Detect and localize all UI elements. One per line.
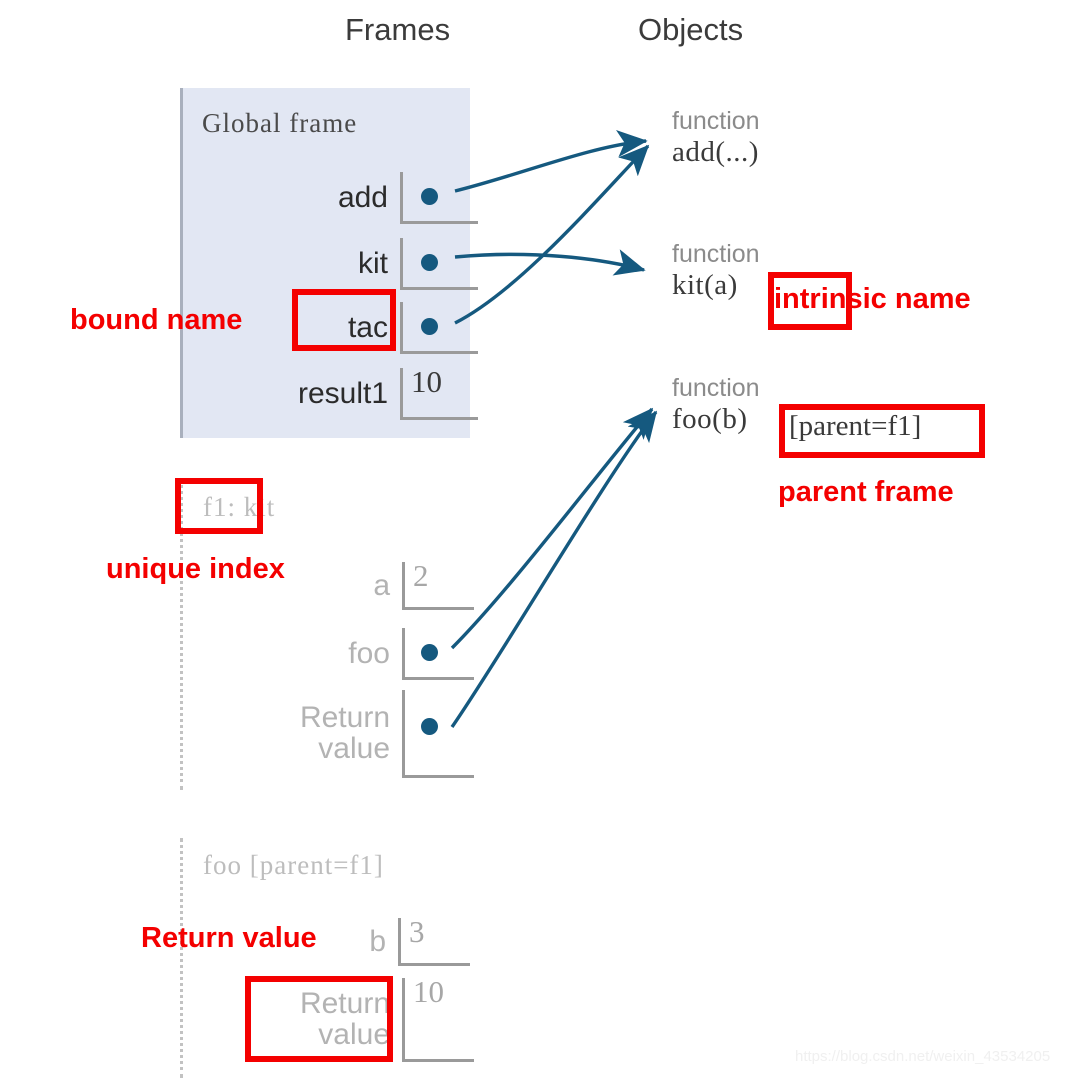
variable-cell-return-value-foo: 10	[402, 974, 474, 1062]
objects-column-heading: Objects	[638, 12, 744, 47]
variable-cell-return-value-f1	[402, 690, 474, 778]
annotation-box-unique-index	[175, 478, 263, 534]
variable-cell-tac	[400, 302, 478, 354]
global-frame-title: Global frame	[202, 108, 358, 138]
variable-row-add: add	[238, 172, 478, 224]
object-kind-foo: function	[672, 374, 760, 402]
pointer-dot-foo	[421, 644, 438, 661]
variable-row-foo: foo	[270, 628, 474, 680]
arrow-kit-to-object-kit	[454, 249, 646, 276]
foo-frame-title: foo [parent=f1]	[203, 850, 384, 880]
variable-cell-add	[400, 172, 478, 224]
variable-row-tac: tac	[238, 302, 478, 354]
pointer-dot-add	[421, 188, 438, 205]
variable-cell-kit	[400, 238, 478, 290]
arrow-tac-to-object-add	[454, 144, 650, 325]
variable-name-return-value-foo: Return value	[299, 987, 390, 1051]
pointer-dot-kit	[421, 254, 438, 271]
variable-row-return-value-f1: Return value	[250, 690, 474, 778]
variable-cell-result1: 10	[400, 364, 478, 420]
object-signature-add: add(...)	[672, 136, 759, 168]
annotation-box-bound-name	[292, 289, 396, 351]
object-foo: function foo(b)	[672, 374, 760, 436]
annotation-label-parent-frame: parent frame	[778, 476, 954, 508]
object-kit: function kit(a)	[672, 240, 760, 302]
arrow-foo-to-object-foo	[450, 407, 654, 650]
object-kind-add: function	[672, 107, 760, 135]
annotation-box-parent-frame	[779, 404, 985, 458]
variable-value-b: 3	[409, 914, 425, 949]
variable-name-return-value-f1: Return value	[299, 701, 390, 765]
variable-name-b: b	[369, 924, 386, 958]
annotation-label-bound-name: bound name	[70, 304, 243, 336]
variable-value-return-value-foo: 10	[413, 974, 444, 1009]
variable-row-kit: kit	[238, 238, 478, 290]
watermark: https://blog.csdn.net/weixin_43534205	[795, 1048, 1051, 1065]
annotation-box-intrinsic-name	[768, 272, 852, 330]
variable-name-result1: result1	[297, 376, 388, 410]
object-parent-annotation-foo: [parent=f1]	[789, 410, 922, 442]
pointer-dot-tac	[421, 318, 438, 335]
variable-value-result1: 10	[411, 364, 442, 399]
object-signature-foo: foo(b)	[672, 403, 748, 435]
arrow-return-value-to-object-foo	[450, 410, 658, 728]
variable-name-foo: foo	[348, 636, 390, 670]
variable-name-a: a	[373, 568, 390, 602]
variable-row-return-value-foo: Return value 10	[250, 974, 474, 1062]
variable-cell-a: 2	[402, 558, 474, 610]
variable-cell-b: 3	[398, 914, 470, 966]
variable-name-add: add	[337, 180, 388, 214]
variable-cell-foo	[402, 628, 474, 680]
variable-value-a: 2	[413, 558, 429, 593]
variable-row-a: a 2	[290, 558, 474, 610]
annotation-box-return-value	[245, 976, 393, 1062]
foo-frame-divider	[180, 838, 183, 1078]
object-kind-kit: function	[672, 240, 760, 268]
frames-column-heading: Frames	[345, 12, 451, 47]
variable-name-tac: tac	[347, 310, 388, 344]
object-add: function add(...)	[672, 107, 760, 169]
object-signature-kit: kit(a)	[672, 269, 738, 301]
annotation-label-return-value: Return value	[141, 922, 317, 954]
f1-frame-divider	[180, 478, 183, 790]
annotation-label-unique-index: unique index	[106, 553, 285, 585]
variable-row-b: b 3	[330, 914, 470, 966]
annotation-label-intrinsic-name: intrinsic name	[774, 283, 971, 315]
pointer-dot-return-value-f1	[421, 718, 438, 735]
variable-row-result1: result1 10	[238, 364, 478, 420]
arrow-add-to-object-add	[454, 130, 648, 193]
variable-name-kit: kit	[358, 246, 388, 280]
